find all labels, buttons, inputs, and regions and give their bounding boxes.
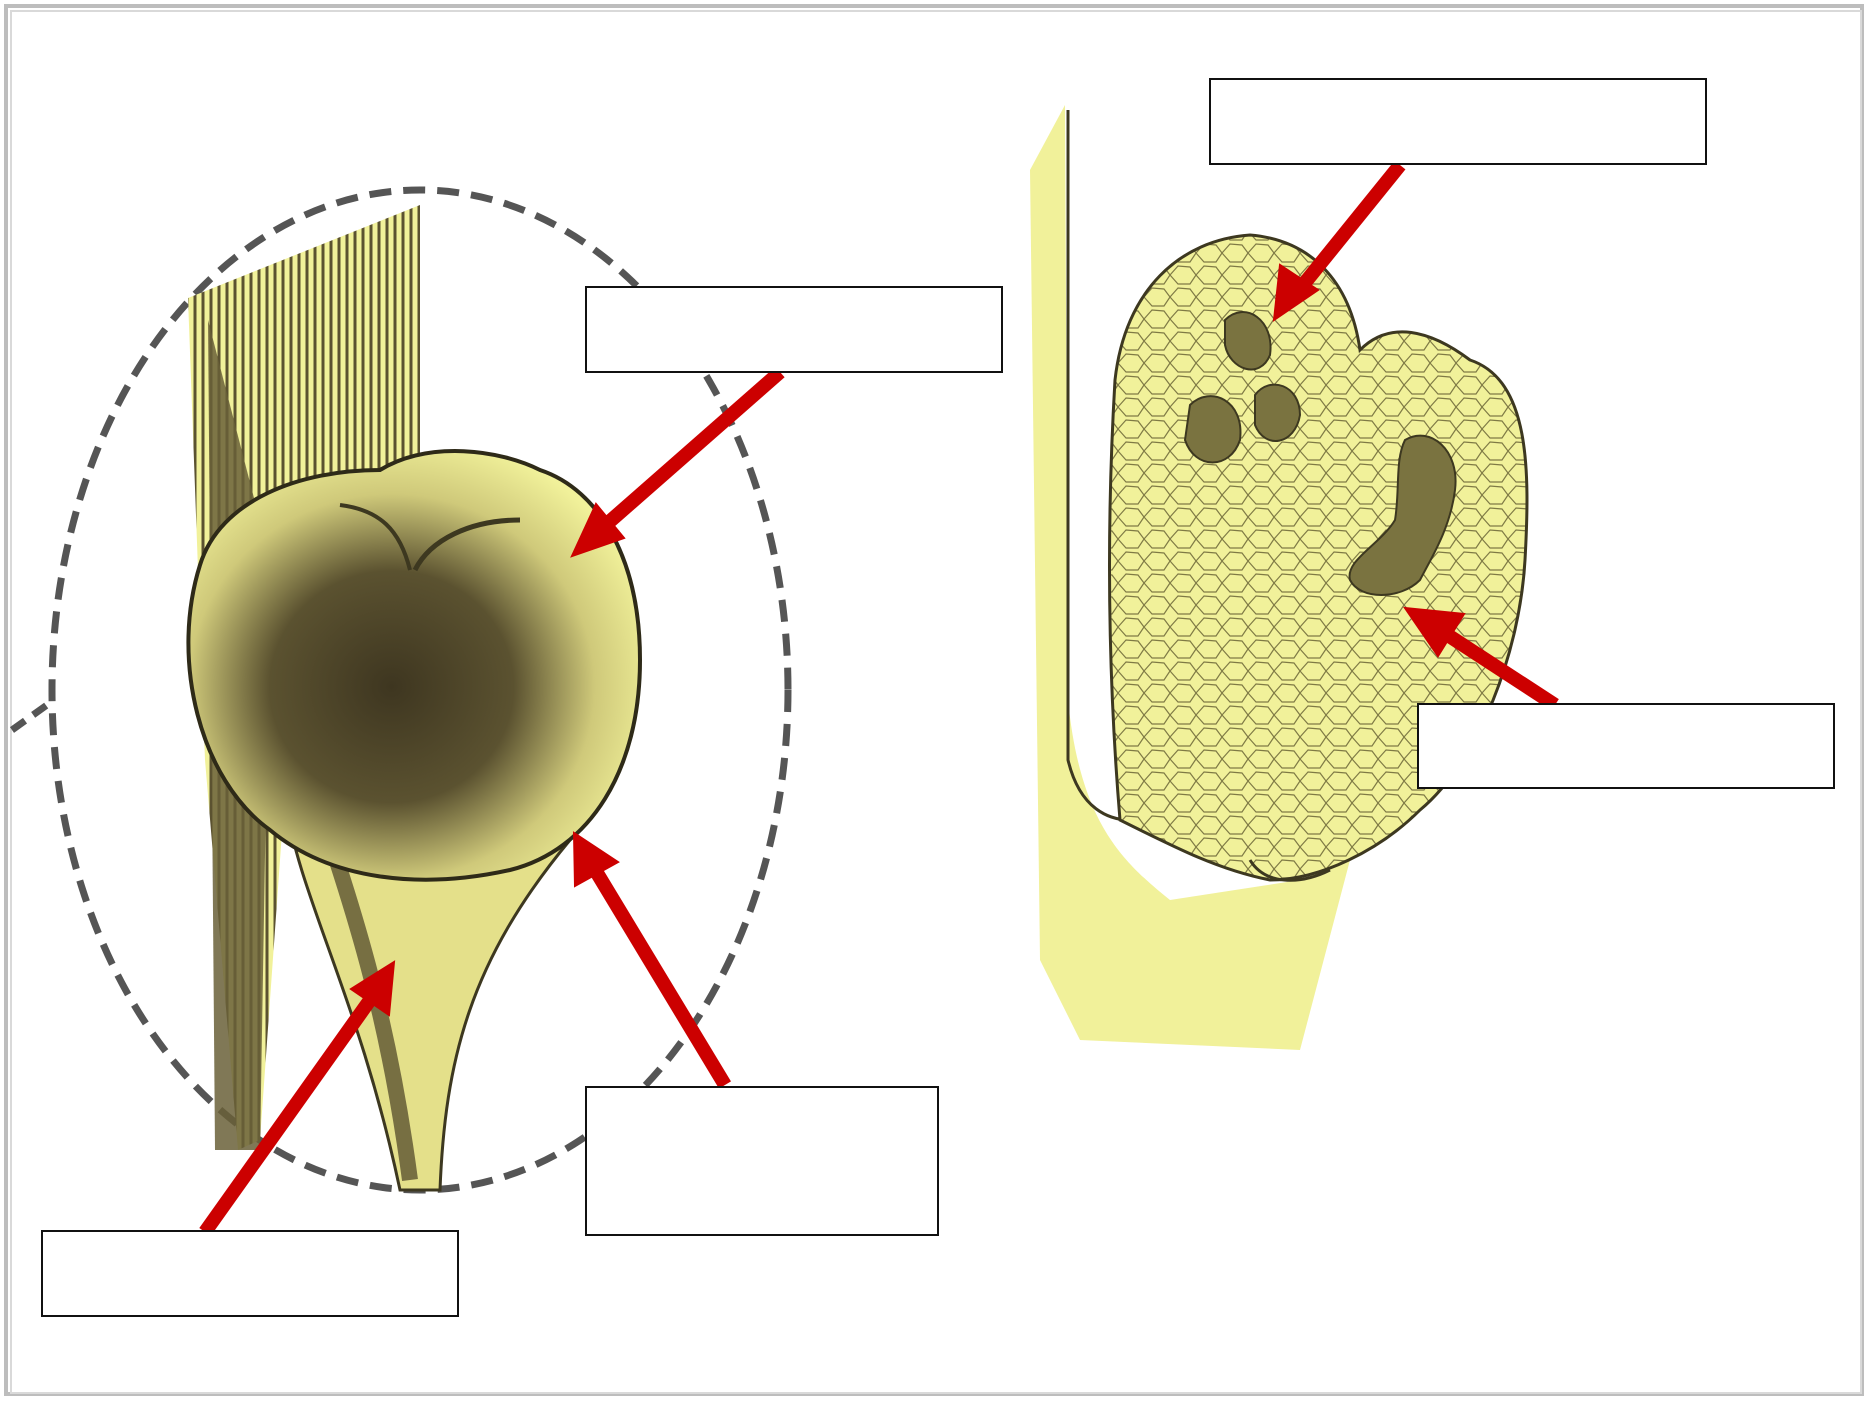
cross-section-figure <box>1030 105 1527 1050</box>
vascular-bundle <box>1185 396 1240 462</box>
arrow-upper-left <box>600 372 780 530</box>
arrow-bottom-middle <box>594 868 725 1085</box>
arrow-top-right <box>1295 165 1400 295</box>
label-box-bottom-middle[interactable] <box>585 1086 939 1236</box>
label-box-right-section[interactable] <box>1417 703 1835 789</box>
label-box-upper-left[interactable] <box>585 286 1003 373</box>
vascular-bundle <box>1255 385 1300 441</box>
label-box-top-right[interactable] <box>1209 78 1707 165</box>
bud <box>188 451 640 880</box>
label-box-bottom-left[interactable] <box>41 1230 459 1317</box>
